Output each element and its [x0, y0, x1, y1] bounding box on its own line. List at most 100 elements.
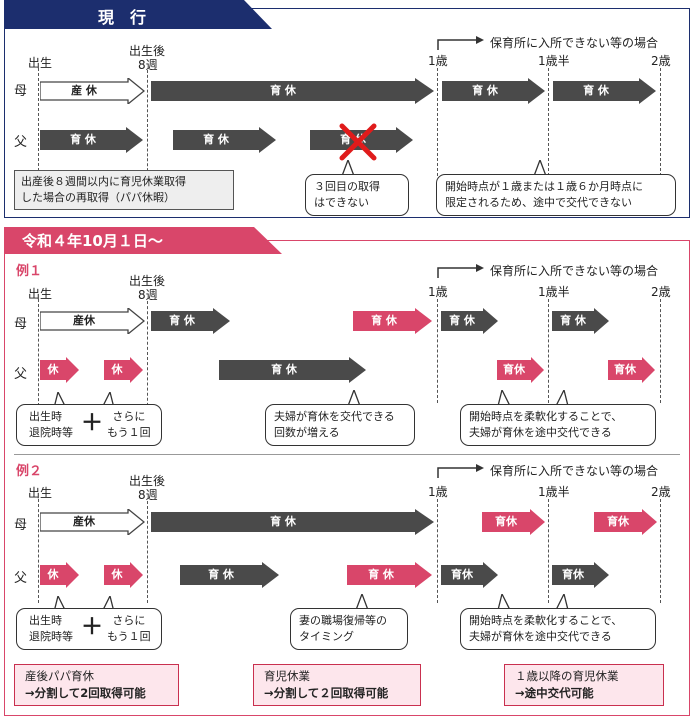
- summary-papa-line2: →分割して2回取得可能: [25, 686, 146, 700]
- ex2-birth-right-text: さらに もう１回: [107, 614, 151, 643]
- ex1-mother-childcare-1half-arrow: 育 休: [552, 308, 610, 334]
- ex1-mother-childcare-arrow: 育 休: [151, 308, 231, 334]
- ex2-father-childcare-1half-arrow: 育休: [552, 562, 610, 588]
- ex1-age1half-line: [548, 299, 549, 403]
- current-mother-childcare-1half-arrow: 育 休: [553, 78, 657, 104]
- current-childcare-label: 育 休: [203, 133, 229, 146]
- ex1-leave-label: 休: [47, 363, 59, 376]
- current-father-childcare-arrow-1: 育 休: [40, 127, 144, 153]
- ex2-mother-row-label: 母: [14, 518, 28, 533]
- current-mother-childcare-arrow: 育 休: [151, 78, 435, 104]
- new-header-title: 令和４年10月１日～: [22, 232, 163, 250]
- ex1-birth-left-text: 出生時 退院時等: [29, 410, 73, 439]
- ex2-nursery-note: 保育所に入所できない等の場合: [490, 464, 659, 478]
- new-panel: [4, 240, 690, 716]
- ex2-maternity-label: 産休: [73, 515, 95, 528]
- ex1-age1-line: [437, 299, 438, 403]
- ex1-age1-label: 1歳: [428, 285, 448, 299]
- ex2-father-childcare-pink-arrow: 育 休: [347, 562, 433, 588]
- current-papa-box: [14, 170, 234, 210]
- ex1-nursery-arrow: [437, 264, 484, 278]
- ex1-birth-right-text: さらに もう１回: [107, 410, 151, 439]
- ex1-childcare-label: 育 休: [371, 314, 397, 327]
- ex2-birth-label: 出生: [28, 486, 53, 500]
- summary-1y-box: １歳以降の育児休業 →途中交代可能: [504, 664, 664, 706]
- current-maternity-label: 産 休: [71, 84, 97, 97]
- cross-mark-icon: [339, 123, 377, 161]
- ex2-flex-bubble-tail: [497, 594, 569, 610]
- current-age2-label: 2歳: [651, 54, 671, 68]
- current-8weeks-label: 8週: [138, 58, 158, 72]
- summary-papa-line1: 産後パパ育休: [25, 669, 94, 683]
- ex1-maternity-label: 産休: [73, 314, 95, 327]
- ex2-mother-childcare-1y-arrow: 育休: [482, 509, 546, 535]
- ex2-age2-line: [660, 499, 661, 603]
- ex2-mother-childcare-arrow: 育 休: [151, 509, 435, 535]
- ex1-childcare-label: 育 休: [169, 314, 195, 327]
- ex1-father-childcare-1half-arrow: 育休: [608, 357, 656, 383]
- current-age2-line: [660, 68, 661, 176]
- summary-childcare-box: 育児休業 →分割して２回取得可能: [253, 664, 421, 706]
- ex2-title: 例２: [16, 464, 43, 479]
- ex2-childcare-label: 育 休: [368, 568, 394, 581]
- current-mother-maternity-arrow: 産 休: [40, 78, 145, 104]
- current-age1-label: 1歳: [428, 54, 448, 68]
- ex1-mother-childcare-1y-arrow: 育 休: [441, 308, 499, 334]
- new-header-tab: [4, 227, 282, 254]
- ex1-mother-maternity-arrow: 産休: [40, 308, 145, 334]
- ex2-return-bubble: 妻の職場復帰等の タイミング: [290, 608, 408, 650]
- current-age1half-line: [548, 68, 549, 176]
- current-father-childcare-arrow-2: 育 休: [173, 127, 277, 153]
- ex2-8weeks-label: 8週: [138, 488, 158, 502]
- summary-1y-line1: １歳以降の育児休業: [515, 669, 619, 683]
- example-divider: [14, 454, 680, 455]
- ex2-age1half-label: 1歳半: [538, 485, 570, 499]
- ex1-age2-label: 2歳: [651, 285, 671, 299]
- ex2-age1-label: 1歳: [428, 485, 448, 499]
- ex2-return-text: 妻の職場復帰等の タイミング: [299, 614, 387, 643]
- ex2-childcare-short-label: 育休: [495, 515, 517, 528]
- current-age1half-label: 1歳半: [538, 54, 570, 68]
- ex2-birth-left-text: 出生時 退院時等: [29, 614, 73, 643]
- current-father-row-label: 父: [14, 135, 28, 150]
- ex2-leave-label: 休: [111, 568, 123, 581]
- ex1-8weeks-label: 8週: [138, 288, 158, 302]
- ex2-father-row-label: 父: [14, 571, 28, 586]
- ex1-8weeks-line: [147, 301, 148, 411]
- current-start-bubble: 開始時点が１歳または１歳６か月時点に 限定されるため、途中で交代できない: [436, 174, 676, 216]
- ex2-flex-bubble: 開始時点を柔軟化することで、 夫婦が育休を途中交代できる: [460, 608, 656, 650]
- current-header-tab: [4, 0, 272, 29]
- current-childcare-label: 育 休: [472, 84, 498, 97]
- ex2-father-leave-arrow-1: 休: [40, 562, 80, 588]
- current-start-text: 開始時点が１歳または１歳６か月時点に 限定されるため、途中で交代できない: [445, 180, 643, 209]
- ex1-after-birth-label: 出生後: [129, 274, 166, 288]
- current-mother-row-label: 母: [14, 84, 28, 99]
- ex2-birth-bubble: 出生時 退院時等 ＋ さらに もう１回: [16, 608, 162, 650]
- current-third-text: ３回目の取得 はできない: [314, 180, 380, 209]
- current-after-birth-label: 出生後: [129, 44, 166, 58]
- ex1-couple-bubble: 夫婦が育休を交代できる 回数が増える: [265, 404, 415, 446]
- ex1-nursery-note: 保育所に入所できない等の場合: [490, 264, 659, 278]
- current-panel: [4, 8, 690, 218]
- ex1-couple-text: 夫婦が育休を交代できる 回数が増える: [274, 410, 395, 439]
- summary-1y-line2: →途中交代可能: [515, 686, 594, 700]
- ex1-flex-bubble-tail: [497, 390, 569, 406]
- ex1-father-leave-arrow-2: 休: [104, 357, 144, 383]
- ex1-childcare-short-label: 育休: [614, 363, 636, 376]
- ex1-plus-icon: ＋: [81, 411, 104, 436]
- ex1-childcare-label: 育 休: [449, 314, 475, 327]
- current-8weeks-line: [147, 70, 148, 176]
- current-childcare-label: 育 休: [583, 84, 609, 97]
- ex1-birth-line: [38, 299, 39, 411]
- ex1-leave-label: 休: [111, 363, 123, 376]
- ex2-age2-label: 2歳: [651, 485, 671, 499]
- ex2-mother-childcare-1half-arrow: 育休: [594, 509, 658, 535]
- ex1-birth-bubble: 出生時 退院時等 ＋ さらに もう１回: [16, 404, 162, 446]
- current-age1-line: [437, 68, 438, 176]
- ex2-8weeks-line: [147, 501, 148, 603]
- ex1-mother-childcare-pink-arrow: 育 休: [353, 308, 433, 334]
- ex2-after-birth-label: 出生後: [129, 474, 166, 488]
- summary-papa-box: 産後パパ育休 →分割して2回取得可能: [14, 664, 179, 706]
- ex1-childcare-label: 育 休: [271, 363, 297, 376]
- ex2-leave-label: 休: [47, 568, 59, 581]
